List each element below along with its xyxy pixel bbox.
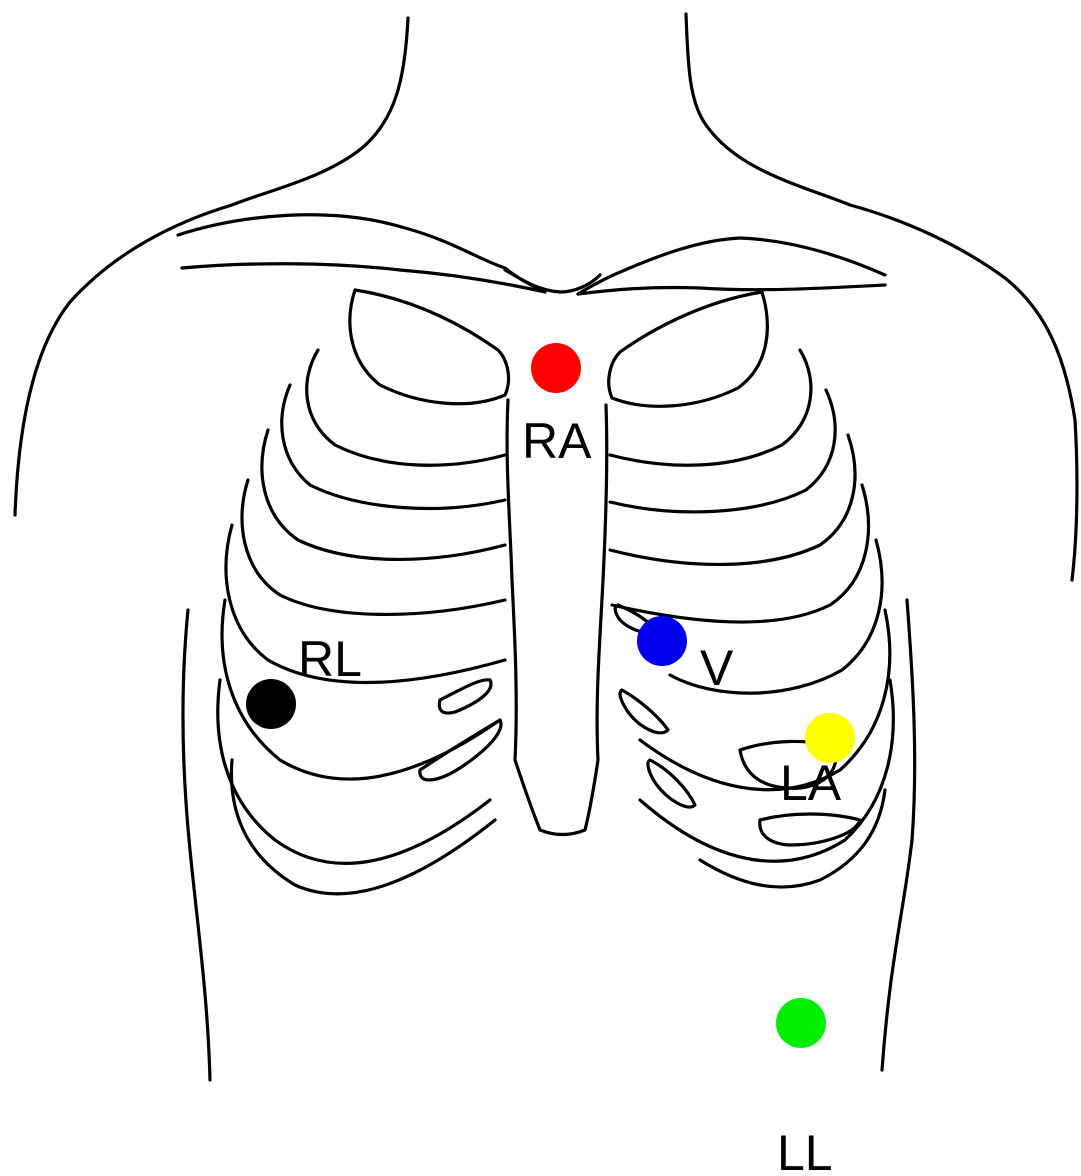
rib [242, 480, 505, 614]
electrode-v-dot [637, 616, 687, 666]
electrode-rl-dot [246, 679, 296, 729]
ribs-right [609, 292, 894, 887]
rib [610, 350, 811, 465]
rib [640, 680, 893, 861]
rib-slot [620, 690, 668, 733]
torso-outline [15, 14, 1077, 1080]
clavicle-left-lower [182, 264, 545, 292]
electrode-ll-dot [776, 998, 826, 1048]
electrode-rl-label: RL [298, 631, 362, 687]
rib [612, 485, 868, 622]
neck-right [686, 14, 1075, 420]
electrode-ra-label: RA [522, 413, 592, 469]
clavicle-right [578, 238, 885, 294]
rib [610, 435, 855, 564]
rib [262, 430, 505, 559]
electrode-ll-label: LL [777, 1125, 833, 1176]
electrode-v-label: V [700, 640, 734, 696]
right-arm-edge [1072, 420, 1077, 580]
rib [307, 350, 505, 465]
rib [226, 525, 505, 683]
electrode-ra-dot [531, 343, 581, 393]
rib [231, 760, 495, 894]
rib-slot [648, 760, 695, 807]
rib [350, 290, 509, 404]
clavicle-right-lower [578, 285, 885, 294]
right-flank [882, 600, 915, 1070]
rib [610, 390, 835, 512]
electrode-labels: RA V RL LA LL [298, 413, 842, 1176]
electrode-la-label: LA [780, 755, 842, 811]
rib [609, 292, 768, 406]
left-flank [183, 610, 210, 1080]
clavicles [178, 215, 885, 294]
ribs-left [218, 290, 509, 894]
rib-slot [439, 680, 491, 713]
